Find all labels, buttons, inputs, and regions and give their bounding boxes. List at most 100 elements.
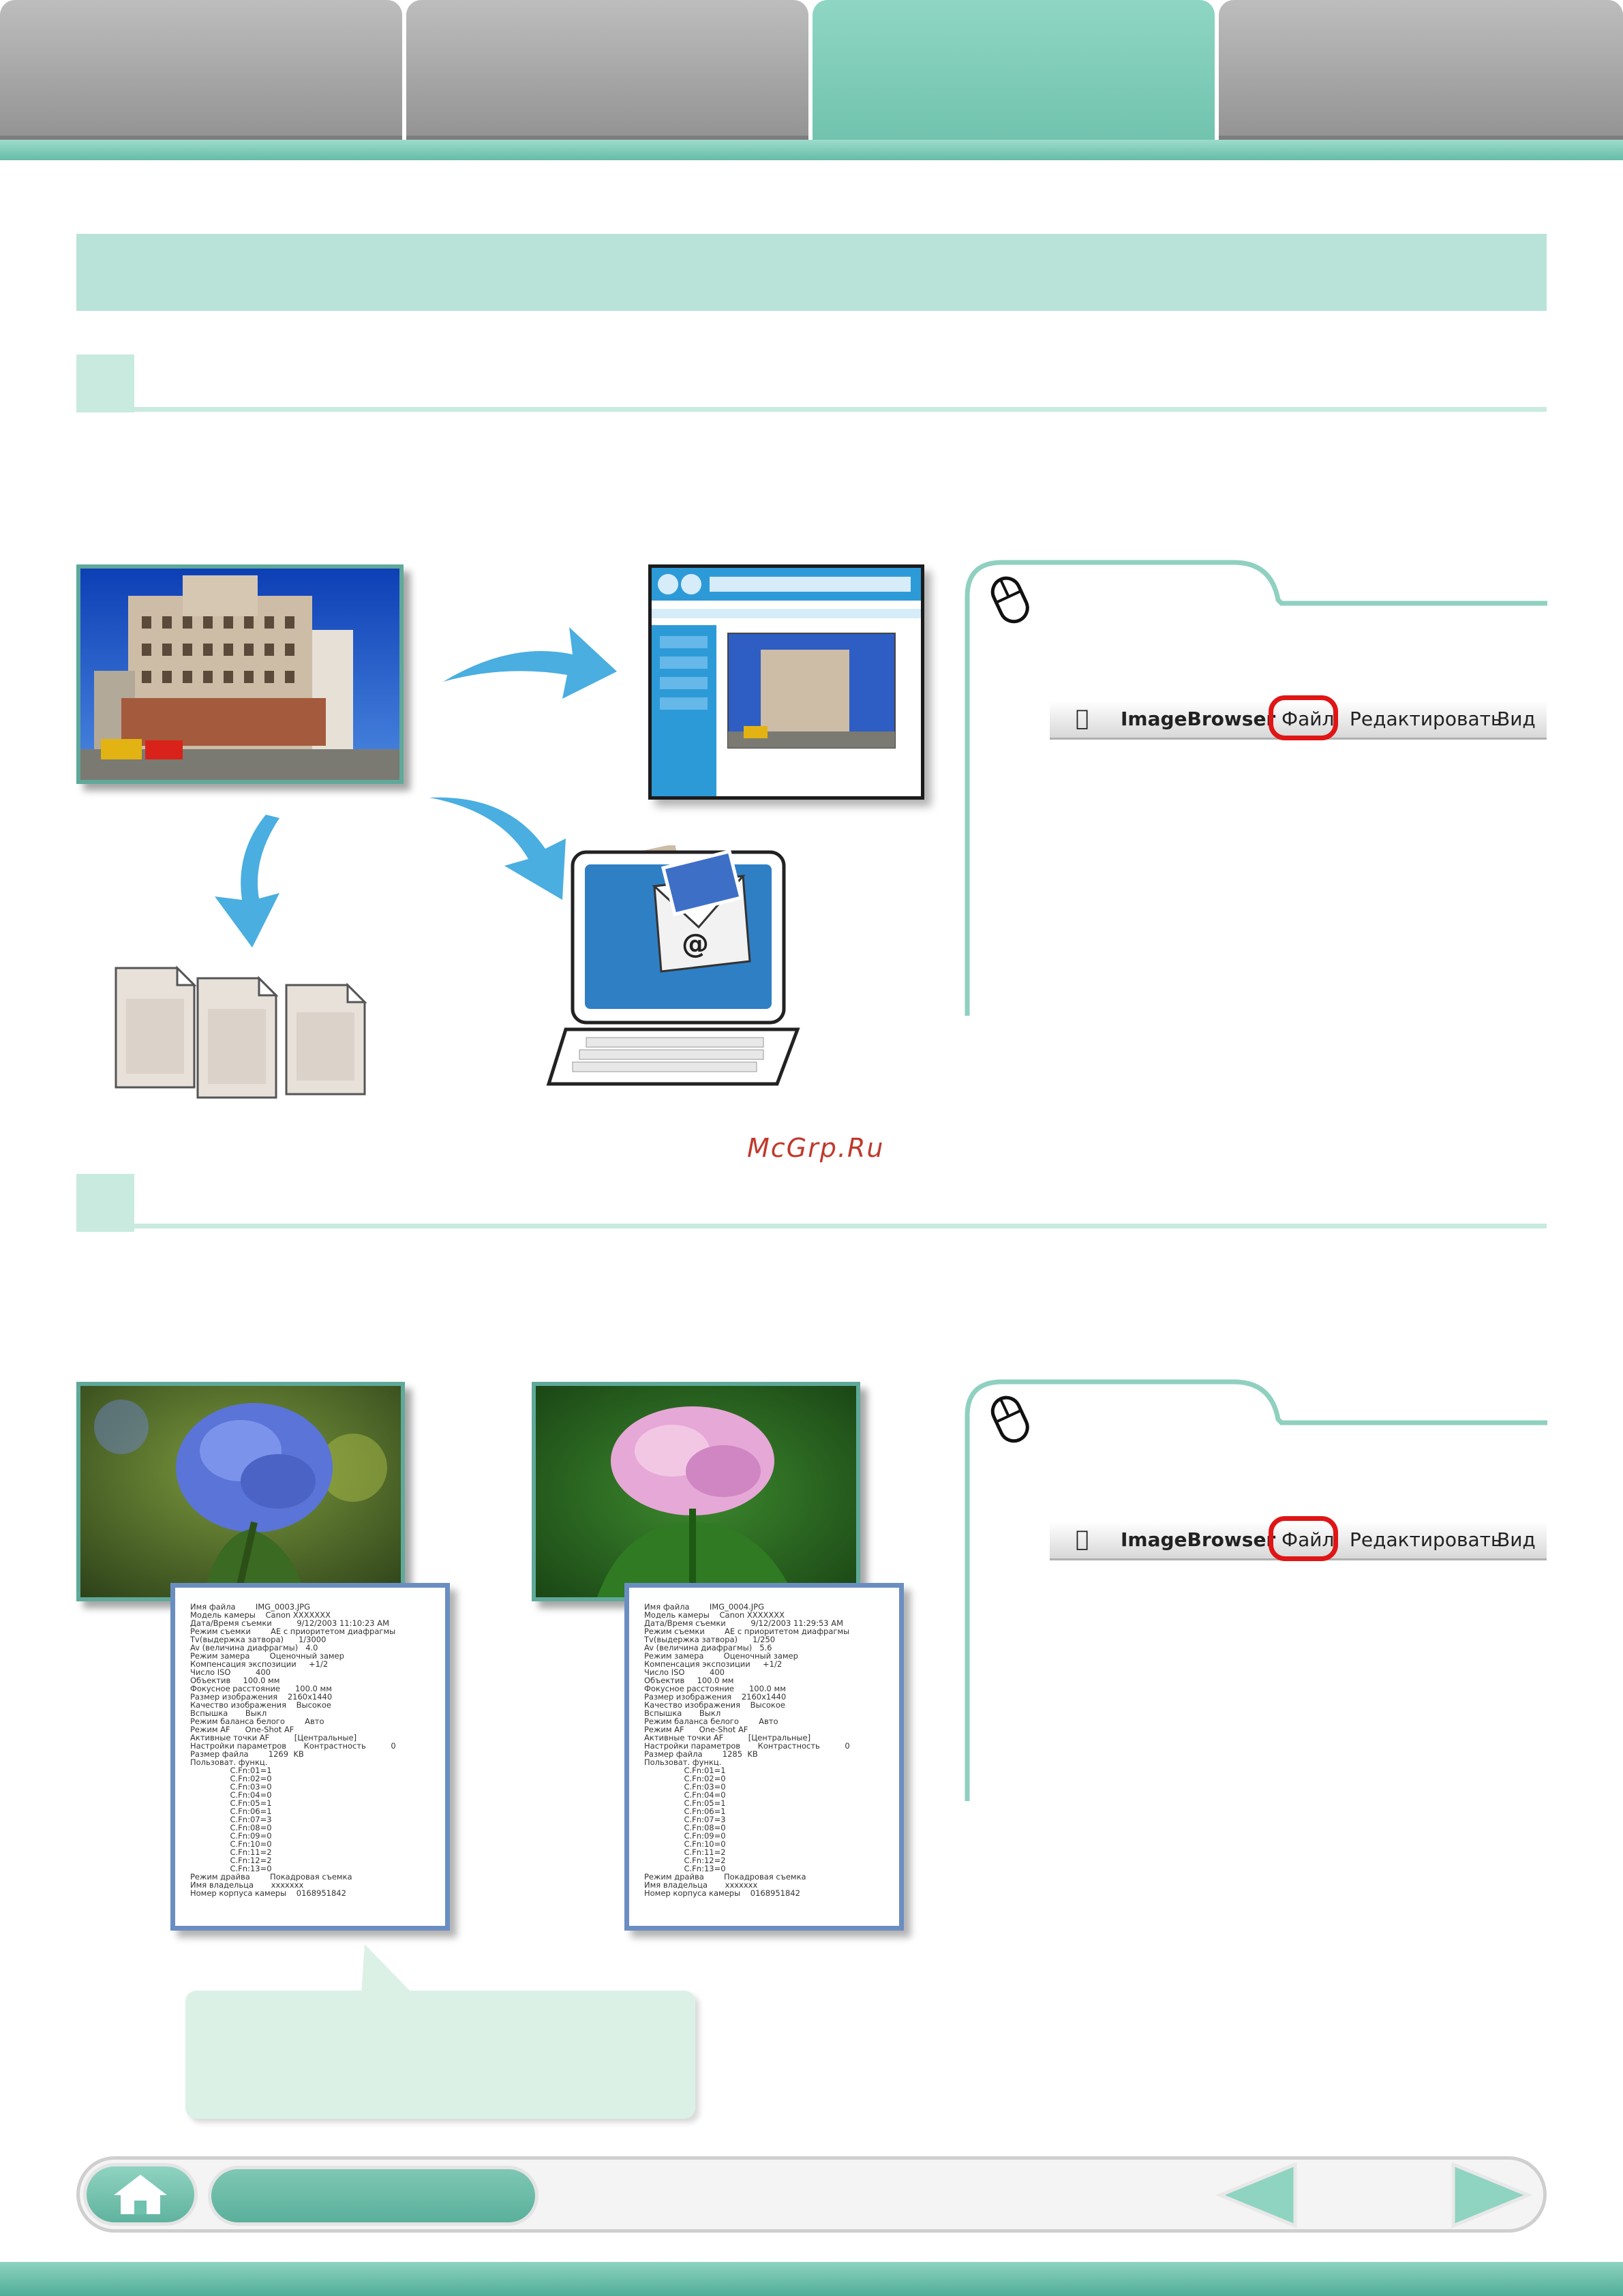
metadata-row: C.Fn:02=0 — [190, 1774, 272, 1783]
home-icon — [114, 2175, 167, 2214]
watermark: McGrp.Ru — [747, 1133, 885, 1163]
metadata-row: C.Fn:08=0 — [190, 1823, 272, 1832]
metadata-row: Объектив 100.0 мм — [190, 1676, 280, 1685]
bottom-color-band — [0, 2262, 1623, 2296]
metadata-row: Режим баланса белого Авто — [190, 1717, 324, 1726]
metadata-row: Имя файла IMG_0004.JPG — [644, 1602, 764, 1612]
metadata-row: Номер корпуса камеры 0168951842 — [190, 1888, 346, 1898]
metadata-row: Качество изображения Высокое — [190, 1700, 331, 1710]
tip-panel-1-frame — [965, 560, 1547, 1016]
metadata-row: Tv(выдержка затвора) 1/3000 — [190, 1635, 327, 1644]
apple-logo-icon[interactable]:  — [1076, 705, 1089, 731]
building-photo — [76, 564, 404, 784]
menu-item-edit[interactable]: Редактировать — [1350, 708, 1502, 730]
metadata-row: C.Fn:01=1 — [190, 1766, 272, 1775]
page-title-bar — [76, 234, 1547, 311]
menu-item-view[interactable]: Вид — [1497, 708, 1536, 730]
section-2-marker — [76, 1174, 134, 1232]
metadata-row: C.Fn:12=2 — [644, 1856, 726, 1865]
web-page-mockup — [648, 564, 924, 800]
apple-logo-icon[interactable]:  — [1076, 1526, 1089, 1552]
metadata-row: Качество изображения Высокое — [644, 1700, 785, 1710]
tab-2[interactable] — [406, 0, 808, 140]
metadata-row: Настройки параметров Контрастность 0 — [190, 1741, 396, 1751]
metadata-row: Av (величина диафрагмы) 4.0 — [190, 1643, 318, 1652]
metadata-row: Av (величина диафрагмы) 5.6 — [644, 1643, 772, 1652]
section-link-button[interactable] — [208, 2166, 539, 2226]
metadata-row: Имя владельца xxxxxxx — [644, 1880, 758, 1890]
metadata-row: C.Fn:11=2 — [644, 1847, 726, 1857]
menu-app-name[interactable]: ImageBrowser — [1121, 1528, 1276, 1551]
tip-panel-2-frame — [965, 1379, 1547, 1801]
metadata-row: C.Fn:04=0 — [190, 1790, 272, 1800]
metadata-row: C.Fn:06=1 — [644, 1807, 726, 1816]
metadata-row: Имя владельца xxxxxxx — [190, 1880, 304, 1890]
metadata-row: C.Fn:01=1 — [644, 1766, 726, 1775]
metadata-row: C.Fn:04=0 — [644, 1790, 726, 1800]
file-menu-highlight — [1269, 695, 1338, 740]
metadata-row: Число ISO 400 — [644, 1667, 725, 1677]
metadata-row: C.Fn:02=0 — [644, 1774, 726, 1783]
section-2-rule — [134, 1224, 1547, 1228]
metadata-row: Модель камеры Canon XXXXXXX — [190, 1610, 331, 1620]
metadata-row: Режим AF One-Shot AF — [190, 1725, 294, 1734]
metadata-row: C.Fn:05=1 — [644, 1798, 726, 1808]
metadata-row: C.Fn:08=0 — [644, 1823, 726, 1832]
metadata-row: Дата/Время съемки 9/12/2003 11:29:53 AM — [644, 1618, 844, 1628]
metadata-row: C.Fn:03=0 — [644, 1782, 726, 1792]
hydrangea-pink-photo — [532, 1382, 860, 1601]
metadata-row: C.Fn:11=2 — [190, 1847, 272, 1857]
metadata-row: Компенсация экспозиции +1/2 — [644, 1659, 783, 1669]
metadata-row: C.Fn:07=3 — [190, 1815, 272, 1824]
menu-app-name[interactable]: ImageBrowser — [1121, 708, 1276, 730]
tab-1[interactable] — [0, 0, 402, 140]
tab-4[interactable] — [1219, 0, 1623, 140]
metadata-row: Режим замера Оценочный замер — [644, 1651, 798, 1661]
metadata-row: C.Fn:12=2 — [190, 1856, 272, 1865]
menu-item-edit[interactable]: Редактировать — [1350, 1528, 1502, 1551]
metadata-row: C.Fn:10=0 — [190, 1839, 272, 1849]
metadata-row: Размер изображения 2160x1440 — [190, 1692, 333, 1702]
arrow-to-email-icon — [429, 797, 566, 900]
tab-3-active[interactable] — [813, 0, 1215, 149]
arrow-right-icon[interactable] — [1445, 2161, 1534, 2229]
metadata-row: C.Fn:07=3 — [644, 1815, 726, 1824]
metadata-row: Число ISO 400 — [190, 1667, 271, 1677]
arrow-to-web-icon — [443, 627, 617, 699]
metadata-row: Объектив 100.0 мм — [644, 1676, 734, 1685]
menu-item-view[interactable]: Вид — [1497, 1528, 1536, 1551]
hydrangea-blue-photo — [76, 1382, 405, 1601]
metadata-row: Режим драйва Покадровая съемка — [190, 1872, 352, 1882]
laptop-email-illustration: @ — [546, 845, 800, 1086]
metadata-row: Режим съемки AE с приоритетом диафрагмы — [644, 1627, 850, 1636]
metadata-row: Режим AF One-Shot AF — [644, 1725, 748, 1734]
callout-pointer — [361, 1944, 412, 1993]
section-1-marker — [76, 354, 134, 412]
section-1-rule — [134, 407, 1547, 412]
metadata-row: C.Fn:03=0 — [190, 1782, 272, 1792]
metadata-row: Модель камеры Canon XXXXXXX — [644, 1610, 785, 1620]
metadata-row: Дата/Время съемки 9/12/2003 11:10:23 AM — [190, 1618, 390, 1628]
metadata-row: C.Fn:13=0 — [644, 1864, 726, 1873]
printed-pages-illustration — [115, 965, 367, 1099]
mouse-icon — [990, 576, 1029, 624]
metadata-row: C.Fn:13=0 — [190, 1864, 272, 1873]
mouse-icon — [990, 1395, 1029, 1443]
metadata-row: Вспышка Выкл — [190, 1708, 267, 1718]
metadata-row: Tv(выдержка затвора) 1/250 — [644, 1635, 776, 1644]
metadata-row: Размер изображения 2160x1440 — [644, 1692, 787, 1702]
home-button[interactable] — [83, 2163, 198, 2226]
metadata-row: Режим баланса белого Авто — [644, 1717, 778, 1726]
metadata-row: Режим замера Оценочный замер — [190, 1651, 344, 1661]
metadata-row: Компенсация экспозиции +1/2 — [190, 1659, 329, 1669]
metadata-row: Вспышка Выкл — [644, 1708, 721, 1718]
metadata-row: Имя файла IMG_0003.JPG — [190, 1602, 310, 1612]
arrow-to-print-icon — [215, 815, 279, 948]
metadata-row: C.Fn:05=1 — [190, 1798, 272, 1808]
metadata-row: Настройки параметров Контрастность 0 — [644, 1741, 850, 1751]
arrow-left-icon[interactable] — [1215, 2161, 1303, 2229]
metadata-row: C.Fn:10=0 — [644, 1839, 726, 1849]
metadata-row: C.Fn:09=0 — [644, 1831, 726, 1841]
